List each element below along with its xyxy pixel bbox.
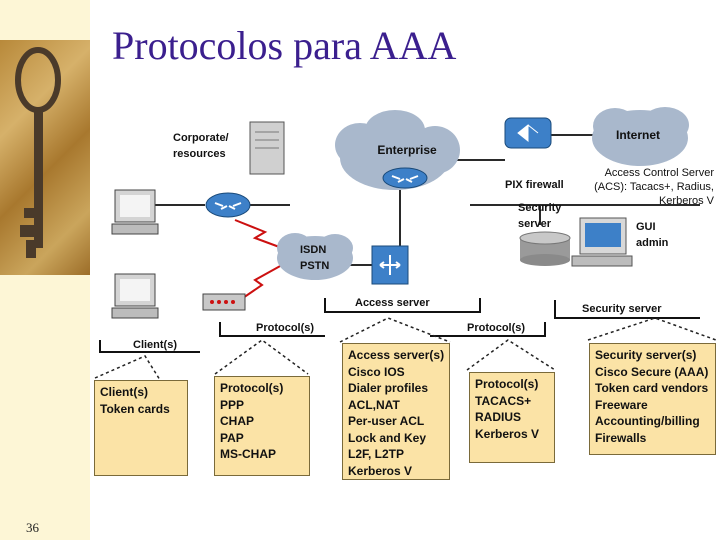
protocols-box-1-line: PPP (220, 397, 245, 412)
pix-firewall-label: PIX firewall (505, 179, 564, 191)
corporate-label-2: resources (173, 148, 226, 160)
access-server-bracket-label: Access server (355, 297, 430, 309)
access-server-box-line: Kerberos V (348, 463, 413, 478)
access-server-box-line: Dialer profiles (348, 381, 429, 395)
modem-icon (202, 293, 246, 311)
page-number: 36 (26, 520, 39, 535)
access-server-box-line: L2F, L2TP (348, 447, 405, 461)
client-pc-icon (111, 189, 159, 235)
branch-router-icon (205, 192, 251, 218)
access-server-box-line: Per-user ACL (348, 414, 425, 428)
access-server-box-line: Lock and Key (348, 430, 427, 445)
pix-firewall-icon (504, 117, 552, 149)
access-server-box: Access server(s) Cisco IOS Dialer profil… (342, 343, 450, 480)
acs-note-line: (ACS): Tacacs+, Radius, (594, 181, 714, 193)
protocols-bracket-label-left: Protocol(s) (256, 322, 314, 334)
security-server-box-line: Accounting/billing (595, 414, 700, 428)
bracket-lines (99, 298, 700, 353)
security-server-box-line: Firewalls (595, 430, 647, 445)
protocols-box-2-line: TACACS+ (475, 393, 532, 408)
security-server-label-1: Security (518, 202, 562, 214)
isdn-pstn-cloud (277, 233, 353, 280)
isdn-links (234, 219, 283, 301)
protocols-box-2: Protocol(s) TACACS+ RADIUS Kerberos V (469, 372, 555, 463)
antique-key-image (0, 40, 90, 275)
security-server-icon (519, 231, 571, 266)
corporate-server-icon (249, 121, 285, 175)
client-pc-icon (111, 273, 159, 319)
acs-note-line: Access Control Server (604, 167, 714, 179)
clients-box: Client(s) Token cards (94, 380, 188, 476)
gui-admin-label-1: GUI (636, 221, 656, 233)
enterprise-label: Enterprise (377, 143, 437, 157)
security-server-label-2: server (518, 218, 552, 230)
security-server-box-line: Freeware (595, 397, 648, 412)
protocols-bracket-label-right: Protocol(s) (467, 322, 525, 334)
protocols-box-2-line: Protocol(s) (475, 377, 539, 391)
security-server-box-line: Cisco Secure (AAA) (595, 364, 709, 379)
page-title: Protocolos para AAA (112, 23, 457, 68)
clients-bracket-label: Client(s) (133, 339, 177, 351)
protocols-box-1-line: MS-CHAP (220, 447, 276, 461)
gui-admin-label-2: admin (636, 237, 669, 249)
acs-note-line: Kerberos V (658, 195, 714, 207)
enterprise-router-icon (382, 167, 428, 189)
access-server-box-line: Cisco IOS (348, 364, 405, 379)
corporate-label-1: Corporate/ (173, 132, 229, 144)
internet-label: Internet (616, 128, 660, 142)
isdn-label: ISDN (300, 244, 326, 256)
gui-admin-workstation-icon (571, 217, 633, 267)
protocols-box-2-line: Kerberos V (475, 426, 540, 441)
clients-box-line: Token cards (100, 401, 170, 416)
acs-note: Access Control Server (ACS): Tacacs+, Ra… (556, 166, 714, 208)
protocols-box-1: Protocol(s) PPP CHAP PAP MS-CHAP (214, 376, 310, 476)
protocols-box-1-line: Protocol(s) (220, 381, 284, 395)
security-server-box-line: Security server(s) (595, 348, 697, 362)
security-server-box-line: Token card vendors (595, 381, 709, 395)
protocols-box-2-line: RADIUS (475, 410, 522, 424)
security-server-bracket-label: Security server (582, 303, 662, 315)
clients-box-line: Client(s) (100, 385, 148, 399)
security-server-box: Security server(s) Cisco Secure (AAA) To… (589, 343, 716, 455)
callout-dashes (94, 317, 717, 381)
protocols-box-1-line: CHAP (220, 414, 255, 428)
key-icon (15, 47, 61, 258)
internet-cloud (592, 107, 689, 166)
access-server-icon (371, 245, 409, 285)
protocols-box-1-line: PAP (220, 430, 244, 445)
pstn-label: PSTN (300, 260, 329, 272)
access-server-box-line: ACL,NAT (348, 397, 400, 412)
access-server-box-line: Access server(s) (348, 348, 445, 362)
